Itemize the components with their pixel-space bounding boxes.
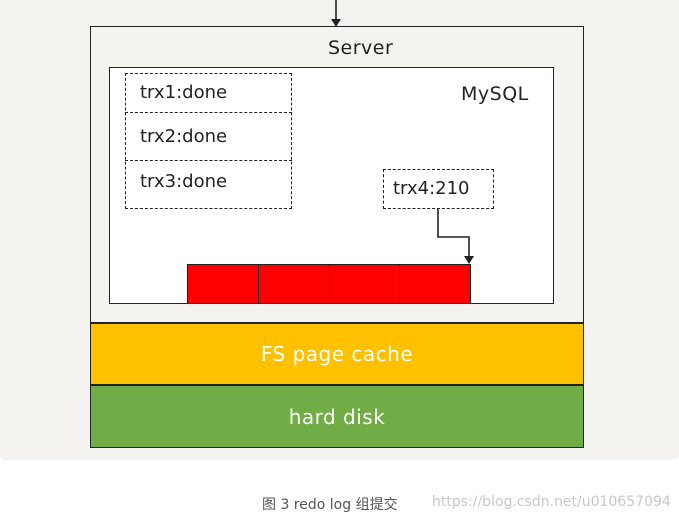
redo-log-block [330, 265, 401, 303]
divider [124, 160, 292, 161]
trx4-arrowhead [464, 256, 474, 264]
figure-caption: 图 3 redo log 组提交 [262, 497, 398, 513]
done-transactions-group: trx1:done trx2:done trx3:done [124, 73, 292, 209]
redo-log-buffer [187, 264, 471, 304]
connector-arrows [331, 0, 341, 27]
divider [124, 112, 292, 113]
transaction-label: trx2:done [140, 126, 228, 147]
fs-page-cache-label: FS page cache [260, 342, 414, 366]
pending-transaction-label: trx4:210 [393, 178, 470, 199]
incoming-arrowhead [331, 19, 341, 27]
hard-disk-label: hard disk [288, 404, 386, 429]
transaction-label: trx3:done [140, 171, 228, 192]
trx4-arrow [437, 209, 474, 264]
redo-log-block [188, 265, 259, 303]
mysql-label: MySQL [461, 83, 529, 105]
redo-log-block [259, 265, 330, 303]
transaction-label: trx1:done [140, 82, 228, 103]
pending-transaction-box: trx4:210 [383, 169, 494, 209]
fs-page-cache-layer: FS page cache [90, 323, 584, 385]
trx4-connector [437, 209, 470, 258]
server-label: Server [328, 37, 394, 59]
watermark: https://blog.csdn.net/u010657094 [432, 494, 671, 510]
hard-disk-layer: hard disk [90, 385, 584, 448]
